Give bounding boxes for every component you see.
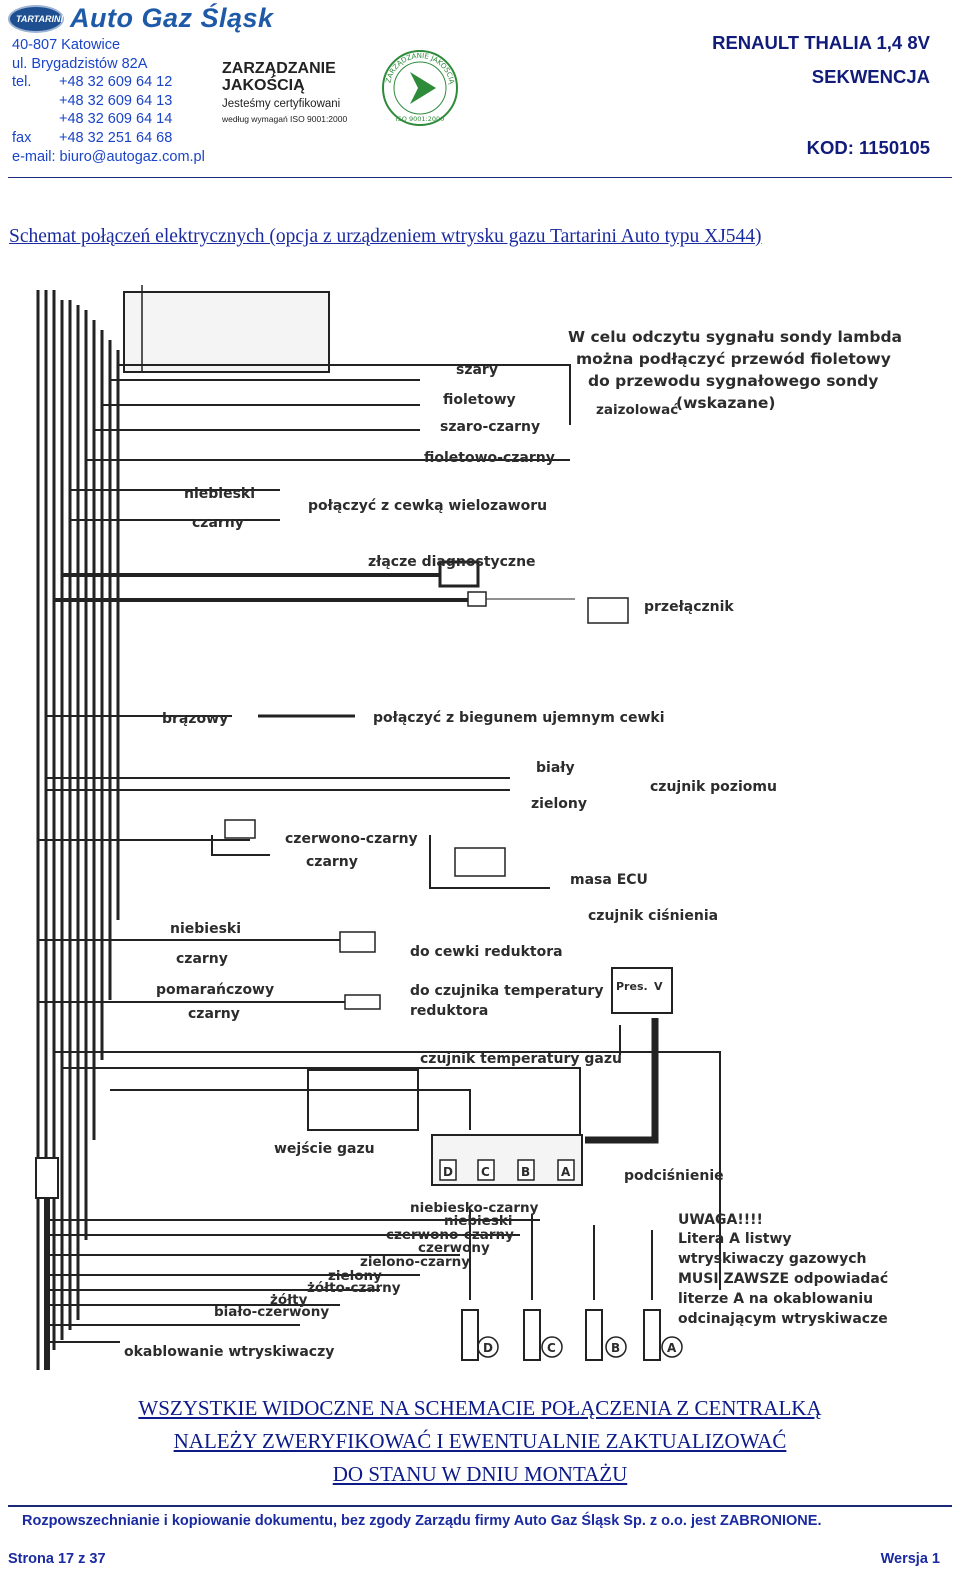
pressure-sensor-box: [611, 967, 673, 1014]
car-model: RENAULT THALIA 1,4 8V: [712, 32, 930, 53]
pressure-box-pres: Pres.: [616, 980, 648, 993]
inj-wire-7: żółto-czarny: [307, 1280, 401, 1296]
tartarini-badge: TARTARINI: [8, 5, 64, 33]
reducer-temp-label-2: reduktora: [410, 1003, 488, 1019]
injector-b: B: [611, 1341, 620, 1355]
injector-a: A: [667, 1341, 677, 1355]
ecu-connector: [123, 291, 330, 373]
lambda-note-3: do przewodu sygnałowego sondy: [588, 372, 878, 390]
inj-wire-9: biało-czerwony: [214, 1304, 329, 1320]
ground-label: masa ECU: [570, 872, 648, 888]
inj-wire-1: niebiesko-czarny: [410, 1200, 539, 1216]
rail-port-d: D: [443, 1165, 453, 1179]
page-number: Strona 17 z 37: [8, 1551, 106, 1567]
contact-block: 40-807 Katowice ul. Brygadzistów 82A tel…: [12, 36, 205, 166]
battery-icon: [454, 847, 506, 877]
temp-wire-orange: pomarańczowy: [156, 982, 274, 998]
reducer-wire-black: czarny: [176, 951, 228, 967]
coil-label: połączyć z biegunem ujemnym cewki: [373, 710, 665, 726]
copyright-notice: Rozpowszechnianie i kopiowanie dokumentu…: [22, 1513, 822, 1529]
footer-divider: [8, 1505, 952, 1507]
switch-label: przełącznik: [644, 599, 734, 615]
rail-port-b: B: [521, 1165, 530, 1179]
multivalve-wire-blue: niebieski: [184, 486, 255, 502]
inj-wire-3: czerwono-czarny: [386, 1227, 514, 1243]
notice-line-2: Litera A listwy: [678, 1231, 792, 1247]
injector-rail: [431, 1134, 583, 1186]
rail-port-c: C: [481, 1165, 490, 1179]
lambda-note-5: (wskazane): [676, 394, 776, 412]
temp-wire-black: czarny: [188, 1006, 240, 1022]
pressure-sensor-label: czujnik ciśnienia: [588, 908, 718, 924]
quality-subtitle: Jesteśmy certyfikowani: [222, 98, 341, 110]
email[interactable]: e-mail: biuro@autogaz.com.pl: [12, 148, 205, 165]
phone-2: +48 32 609 64 13: [59, 92, 173, 109]
inj-wire-4: czerwony: [418, 1240, 490, 1256]
coil-wire-brown: brązowy: [162, 711, 228, 727]
warning-line-2: NALEŻY ZWERYFIKOWAĆ I EWENTUALNIE ZAKTUA…: [173, 1429, 787, 1453]
notice-line-1: UWAGA!!!!: [678, 1212, 763, 1228]
phone-1: tel.+48 32 609 64 12: [12, 74, 173, 91]
inj-wire-2: niebieski: [444, 1213, 512, 1229]
gas-temp-label: czujnik temperatury gazu: [420, 1051, 622, 1067]
document-version: Wersja 1: [880, 1551, 940, 1567]
notice-line-5: literze A na okablowaniu: [678, 1291, 873, 1307]
wire-label-violet: fioletowy: [443, 392, 516, 408]
reducer-wire-blue: niebieski: [170, 921, 241, 937]
page-title: Schemat połączeń elektrycznych (opcja z …: [9, 226, 762, 247]
level-sensor-label: czujnik poziomu: [650, 779, 777, 795]
injector-harness-label: okablowanie wtryskiwaczy: [124, 1344, 334, 1360]
company-logo: TARTARINI Auto Gaz Śląsk: [8, 3, 308, 37]
header-divider: [8, 177, 952, 178]
pressure-box-v: V: [654, 980, 663, 993]
warning-line-3: DO STANU W DNIU MONTAŻU: [332, 1462, 628, 1486]
wire-label-gray: szary: [456, 362, 498, 378]
injector-c: C: [547, 1341, 556, 1355]
iso-seal-icon: ZARZĄDZANIE JAKOŚCIĄ ISO 9001:2000: [382, 50, 458, 126]
switch-icon: [587, 597, 629, 624]
inj-wire-5: zielono-czarny: [360, 1254, 470, 1270]
injector-d: D: [483, 1341, 493, 1355]
address-city: 40-807 Katowice: [12, 37, 121, 53]
company-name: Auto Gaz Śląsk: [70, 3, 274, 33]
vacuum-label: podciśnienie: [624, 1168, 724, 1184]
address-street: ul. Brygadzistów 82A: [12, 55, 148, 72]
inj-wire-6: zielony: [328, 1268, 382, 1284]
level-wire-white: biały: [536, 760, 575, 776]
notice-line-6: odcinającym wtryskiwacze: [678, 1311, 888, 1327]
phone-3: +48 32 609 64 14: [59, 111, 173, 128]
multivalve-label: połączyć z cewką wielozaworu: [308, 498, 547, 514]
fax: fax+48 32 251 64 68: [12, 129, 173, 146]
wiring-diagram: W celu odczytu sygnału sondy lambda możn…: [35, 285, 902, 1370]
power-wire-black: czarny: [306, 854, 358, 870]
lambda-note-4: zaizolować: [596, 402, 678, 418]
power-wire-red-black: czerwono-czarny: [285, 831, 418, 847]
wire-label-gray-black: szaro-czarny: [440, 419, 540, 435]
lambda-note-2: można podłączyć przewód fioletowy: [576, 350, 891, 368]
multivalve-wire-black: czarny: [192, 515, 244, 531]
system-type: SEKWENCJA: [811, 66, 930, 87]
reducer-coil-label: do cewki reduktora: [410, 944, 563, 960]
seal-iso: ISO 9001:2000: [396, 115, 445, 123]
diagnostic-label: złącze diagnostyczne: [368, 554, 536, 570]
notice-line-3: wtryskiwaczy gazowych: [678, 1251, 867, 1267]
product-code: KOD: 1150105: [806, 137, 930, 158]
level-wire-green: zielony: [531, 796, 587, 812]
gas-input-label: wejście gazu: [274, 1141, 375, 1157]
inj-wire-8: żółty: [270, 1292, 308, 1308]
notice-line-4: MUSI ZAWSZE odpowiadać: [678, 1271, 888, 1287]
lambda-note-1: W celu odczytu sygnału sondy lambda: [568, 328, 902, 346]
warning-line-1: WSZYSTKIE WIDOCZNE NA SCHEMACIE POŁĄCZEN…: [138, 1396, 822, 1420]
quality-subtitle-2: według wymagań ISO 9001:2000: [222, 114, 348, 124]
reducer-temp-label-1: do czujnika temperatury: [410, 983, 603, 999]
wire-label-violet-black: fioletowo-czarny: [424, 450, 555, 466]
rail-port-a: A: [561, 1165, 571, 1179]
